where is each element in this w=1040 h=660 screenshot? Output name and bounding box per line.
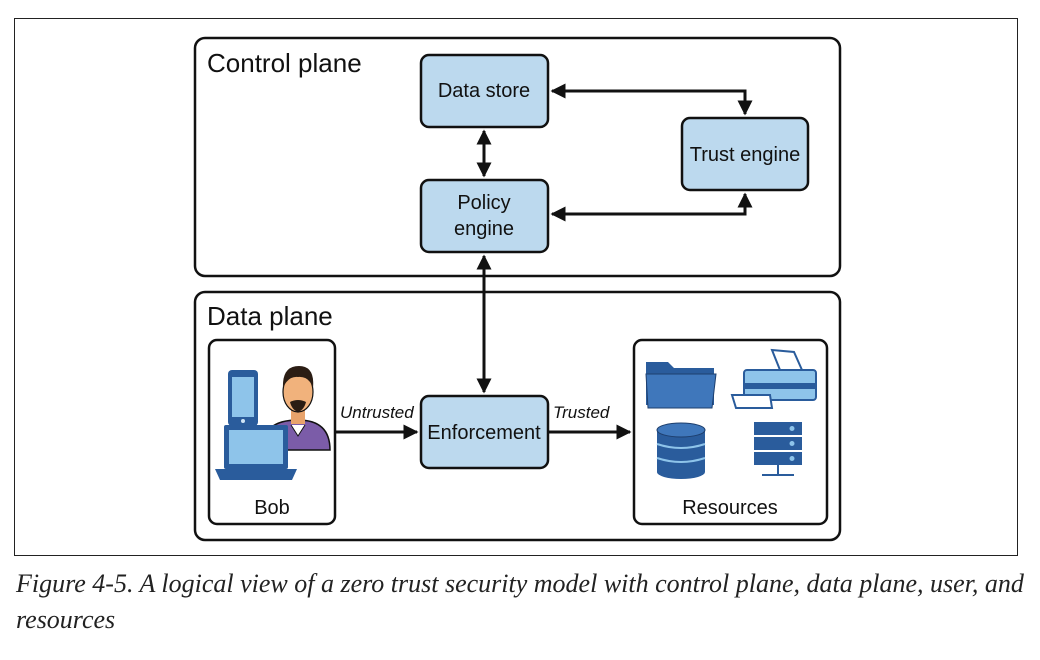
folder-icon <box>645 362 717 409</box>
data-store-label: Data store <box>438 80 530 102</box>
printer-icon <box>730 348 817 409</box>
policy-engine-label-line1: Policy <box>457 192 510 214</box>
database-icon <box>656 422 706 479</box>
enforcement-node: Enforcement <box>419 394 550 470</box>
control-plane-title: Control plane <box>207 48 362 78</box>
untrusted-label: Untrusted <box>340 403 414 422</box>
trusted-label: Trusted <box>553 403 610 422</box>
user-label: Bob <box>254 497 290 519</box>
resources-node: Resources <box>632 338 829 526</box>
enforcement-label: Enforcement <box>427 422 541 444</box>
policy-trust-arrow <box>550 192 753 222</box>
datastore-trust-arrow <box>550 83 753 116</box>
data-plane-title: Data plane <box>207 301 333 331</box>
trust-engine-label: Trust engine <box>690 144 800 166</box>
policy-engine-node: Policy engine <box>419 178 550 254</box>
policy-engine-label-line2: engine <box>454 218 514 240</box>
smartphone-icon <box>228 370 258 426</box>
resources-label: Resources <box>682 497 778 519</box>
connectors <box>335 83 753 440</box>
user-node: Bob <box>207 338 337 526</box>
data-store-node: Data store <box>419 53 550 129</box>
figure-caption: Figure 4-5. A logical view of a zero tru… <box>16 569 1024 634</box>
server-icon <box>754 422 802 476</box>
trust-engine-node: Trust engine <box>680 116 810 192</box>
laptop-icon <box>215 425 297 480</box>
